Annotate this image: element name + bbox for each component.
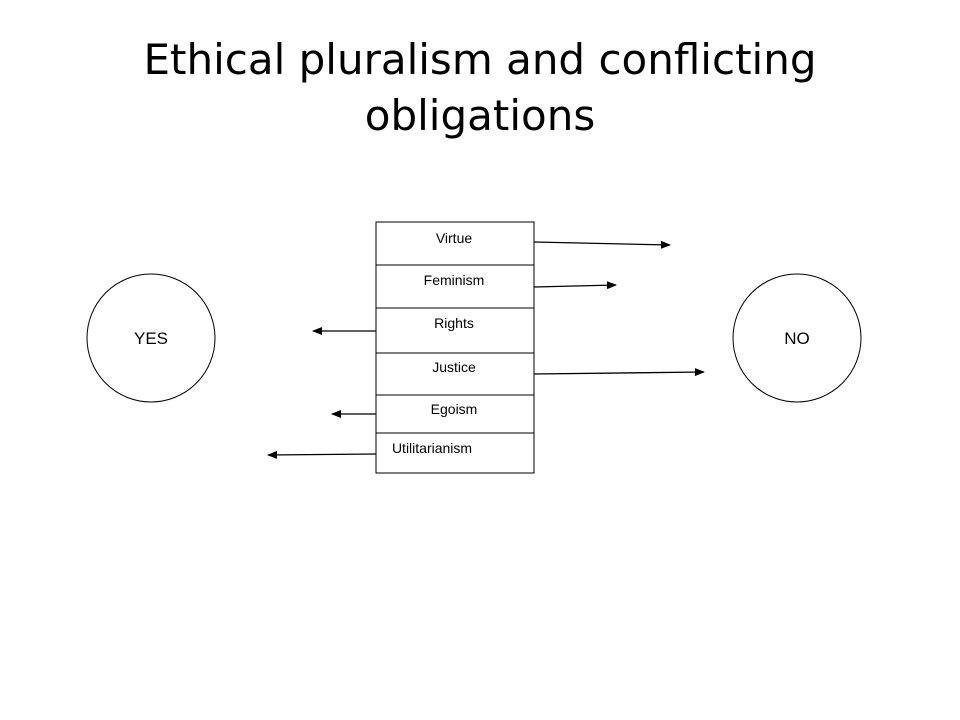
arrow-justice-to-no: [533, 368, 705, 377]
theory-box-utilitarianism: [375, 432, 535, 474]
yes-circle: [86, 273, 216, 403]
theory-label-justice: Justice: [432, 359, 476, 375]
theory-box-rights: [375, 307, 535, 354]
arrow-virtue-to-no: [533, 240, 671, 249]
arrow-utilitarianism-to-yes: [267, 450, 377, 459]
theory-label-feminism: Feminism: [424, 272, 485, 288]
theory-box-justice: [375, 352, 535, 396]
theory-label-utilitarianism: Utilitarianism: [392, 440, 472, 456]
theory-label-rights: Rights: [434, 315, 474, 331]
theory-label-egoism: Egoism: [431, 401, 478, 417]
theory-label-virtue: Virtue: [436, 230, 473, 246]
theory-box-feminism: [375, 264, 535, 309]
arrow-feminism-to-no: [533, 281, 617, 290]
slide-title: Ethical pluralism and conflicting obliga…: [143, 35, 817, 140]
theory-box-virtue: [375, 221, 535, 266]
yes-label: YES: [134, 329, 168, 348]
no-circle: [732, 273, 862, 403]
no-label: NO: [784, 329, 810, 348]
